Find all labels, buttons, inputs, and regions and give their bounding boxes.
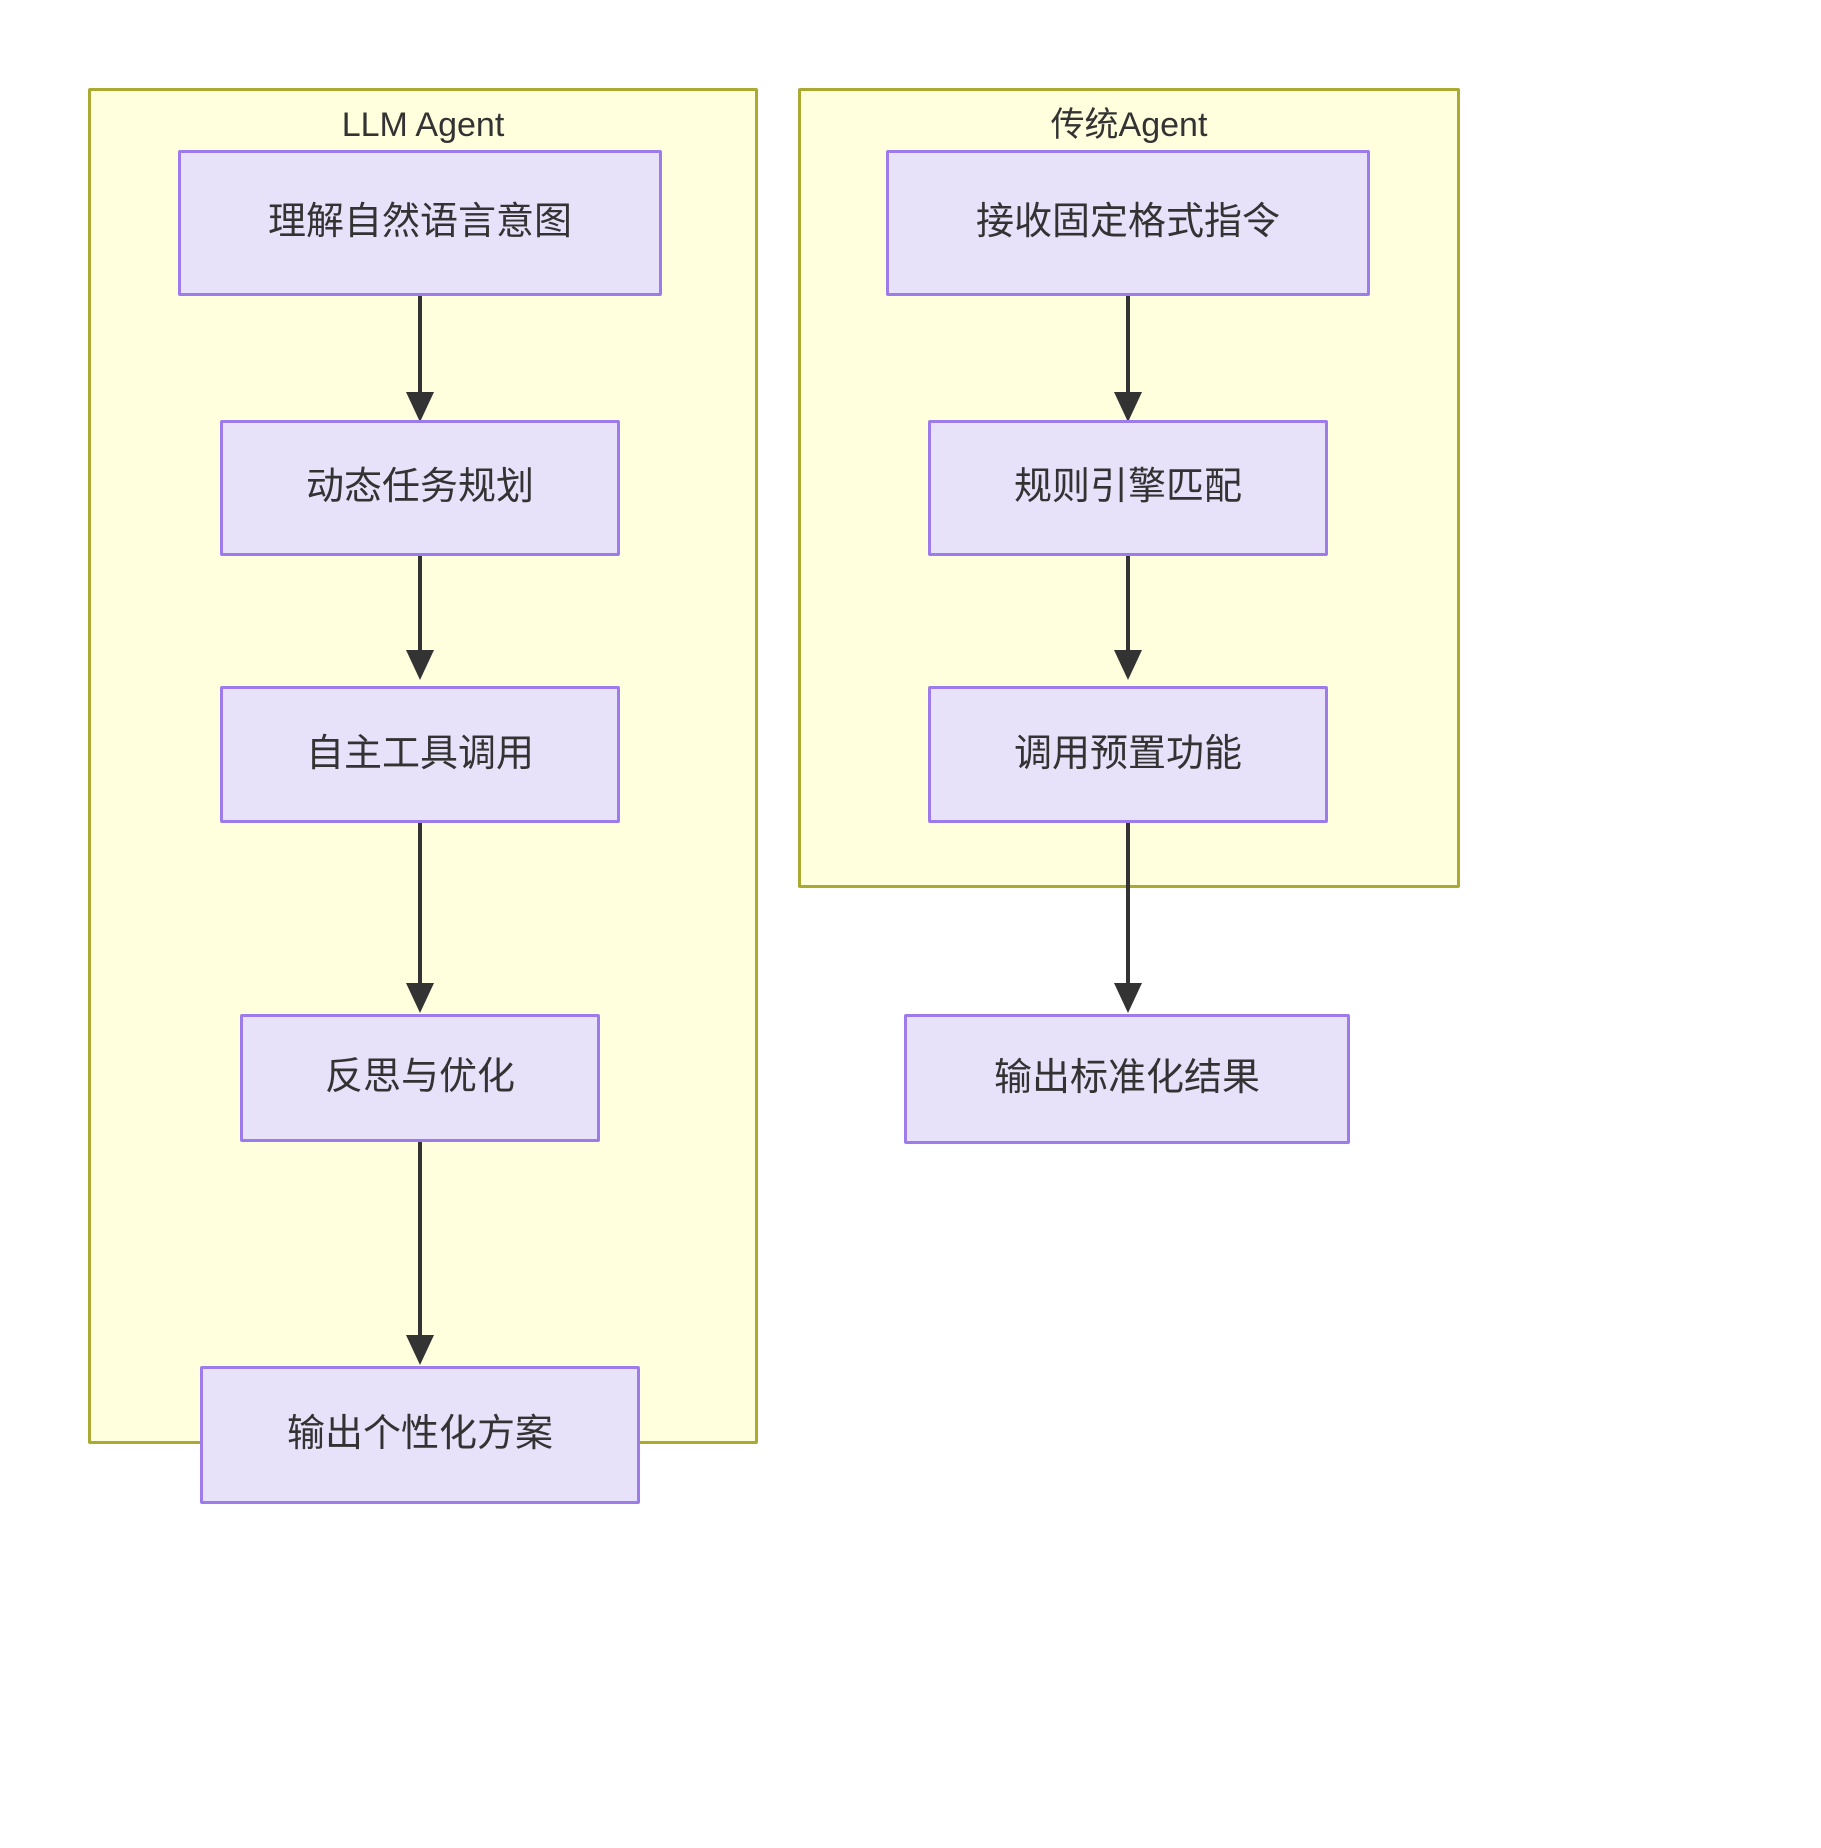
node-llm-output[interactable]: 输出个性化方案 [200, 1366, 640, 1504]
node-trad-n1[interactable]: 接收固定格式指令 [886, 150, 1370, 296]
node-trad-n3[interactable]: 调用预置功能 [928, 686, 1328, 823]
subgraph-title-llm-agent: LLM Agent [341, 106, 505, 144]
node-trad-output-label: 输出标准化结果 [993, 1057, 1260, 1100]
node-trad-n1-label: 接收固定格式指令 [975, 201, 1280, 244]
node-trad-n3-label: 调用预置功能 [1013, 732, 1242, 775]
node-llm-n1-label: 理解自然语言意图 [267, 201, 572, 244]
node-trad-n2[interactable]: 规则引擎匹配 [928, 420, 1328, 556]
node-llm-n3-label: 自主工具调用 [305, 732, 534, 775]
node-llm-n2-label: 动态任务规划 [305, 466, 534, 509]
subgraph-title-traditional-agent: 传统Agent [1050, 106, 1208, 144]
node-trad-n2-label: 规则引擎匹配 [1013, 466, 1242, 509]
node-llm-n4-label: 反思与优化 [324, 1056, 515, 1099]
node-llm-n3[interactable]: 自主工具调用 [220, 686, 620, 823]
node-llm-n2[interactable]: 动态任务规划 [220, 420, 620, 556]
node-trad-output[interactable]: 输出标准化结果 [904, 1014, 1350, 1144]
node-llm-n1[interactable]: 理解自然语言意图 [178, 150, 662, 296]
node-llm-output-label: 输出个性化方案 [286, 1413, 553, 1456]
node-llm-n4[interactable]: 反思与优化 [240, 1014, 600, 1142]
